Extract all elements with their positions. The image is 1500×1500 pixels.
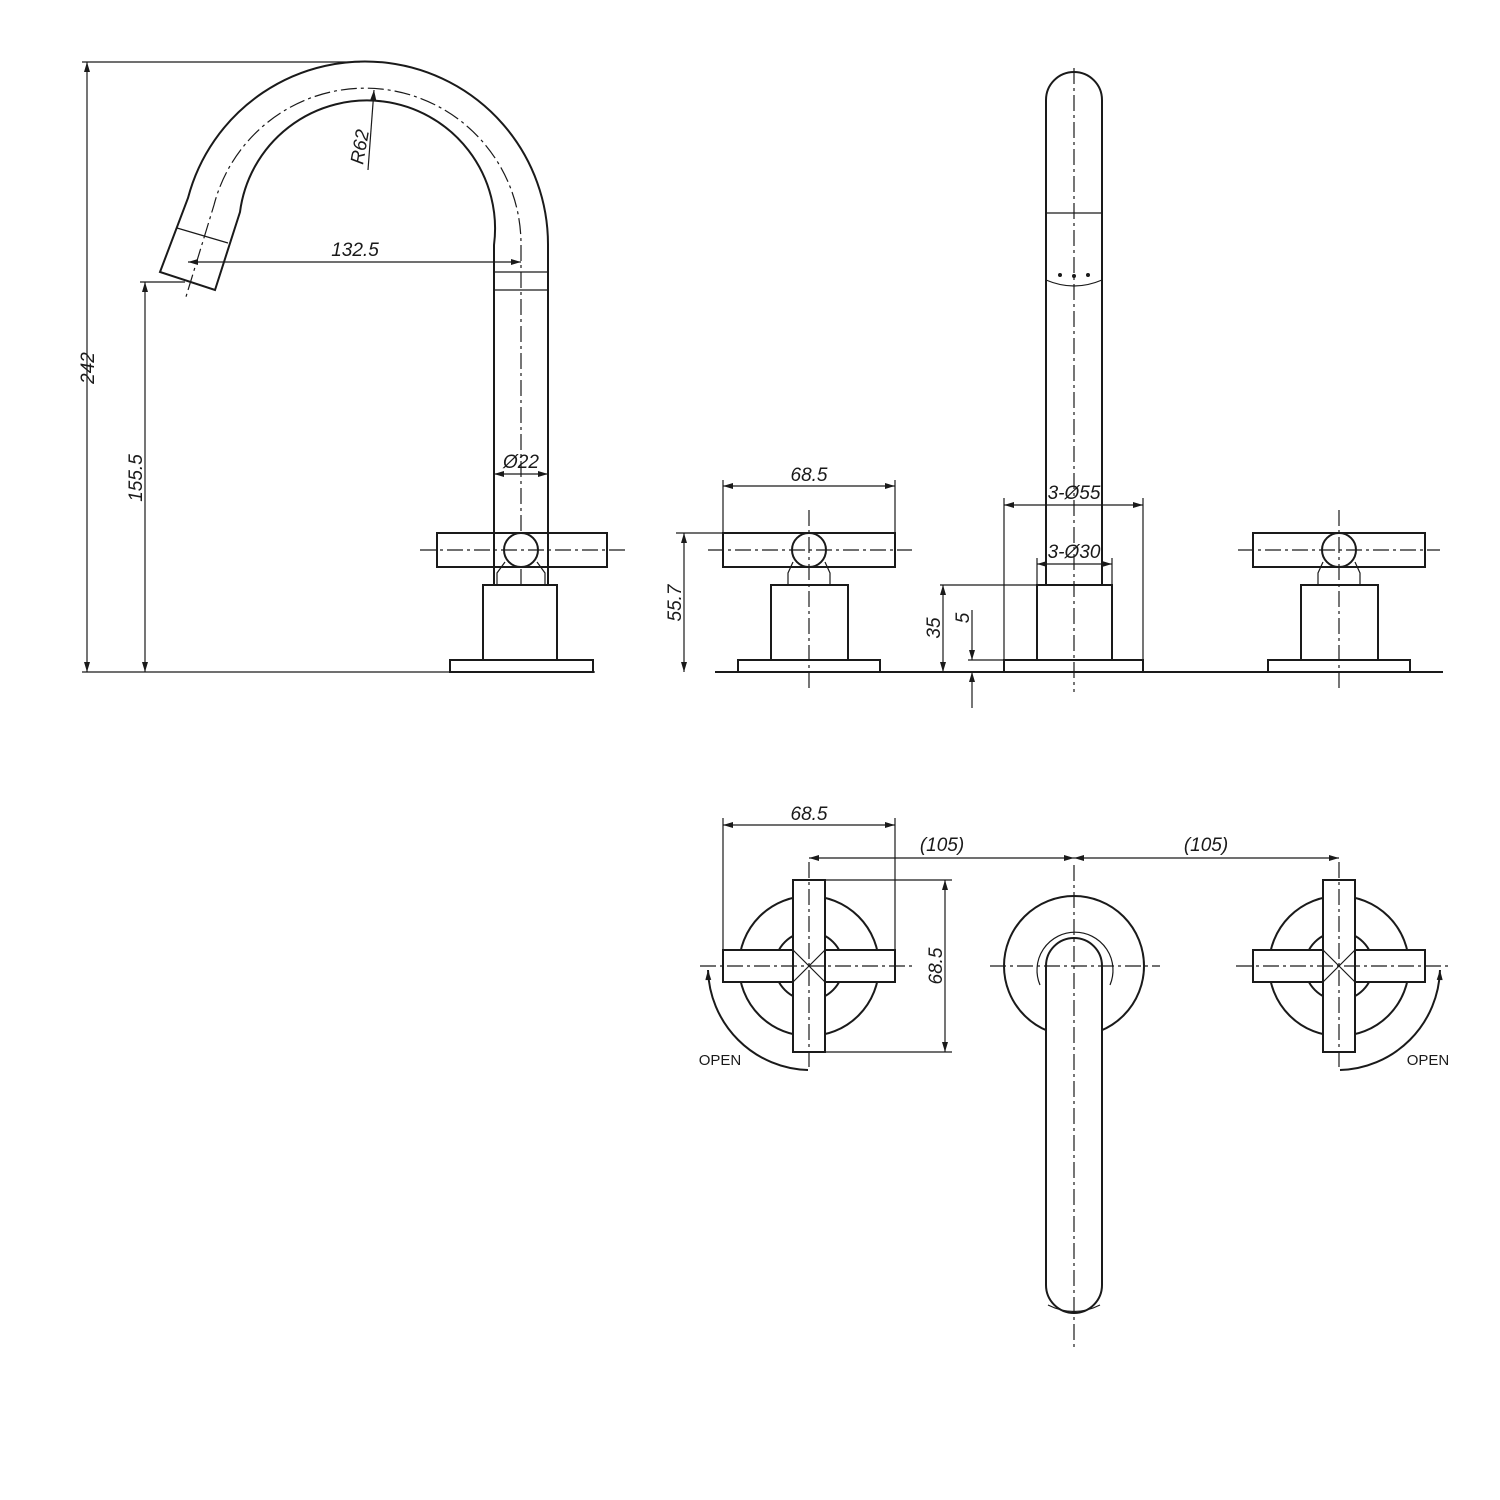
dim-handle-height: 55.7 xyxy=(665,583,686,621)
dim-body-height: 35 xyxy=(924,617,945,639)
dim-base-diameter: 3-Ø55 xyxy=(1048,483,1101,504)
dim-top-handle-width: 68.5 xyxy=(791,804,828,825)
open-label-right: OPEN xyxy=(1407,1052,1450,1069)
valve-body xyxy=(482,584,558,661)
dim-height-total: 242 xyxy=(78,352,99,385)
handle-stem xyxy=(496,561,546,585)
dim-tube-diameter: Ø22 xyxy=(502,452,539,473)
aerator-band xyxy=(176,227,229,244)
dim-spout-height: 155.5 xyxy=(126,454,147,502)
right-handle-top: OPEN xyxy=(1236,862,1450,1071)
side-view: 242 155.5 132.5 R62 Ø22 xyxy=(78,60,625,673)
dim-body-diameter: 3-Ø30 xyxy=(1048,542,1101,563)
dim-handle-width: 68.5 xyxy=(791,465,828,486)
right-handle-front xyxy=(1238,510,1440,690)
spout-centerline xyxy=(184,87,522,585)
open-label-left: OPEN xyxy=(699,1052,742,1069)
front-view: 68.5 55.7 3-Ø55 3-Ø30 35 5 xyxy=(665,68,1443,708)
dim-plate-thickness: 5 xyxy=(953,612,974,623)
dim-spout-radius: R62 xyxy=(347,128,374,166)
left-handle-top: OPEN xyxy=(699,862,912,1071)
base-plate xyxy=(449,659,594,673)
dim-line-radius xyxy=(367,89,377,171)
dim-spout-reach: 132.5 xyxy=(331,240,379,261)
left-handle-front xyxy=(708,510,912,690)
spout-front xyxy=(1003,68,1144,692)
top-view: OPEN OPEN 68.5 (105) (105) xyxy=(699,804,1450,1350)
dim-top-handle-depth: 68.5 xyxy=(926,947,947,984)
spout-top xyxy=(990,865,1160,1350)
dim-spacing-left: (105) xyxy=(920,835,964,856)
spout-body xyxy=(158,60,550,585)
dim-spacing-right: (105) xyxy=(1184,835,1228,856)
